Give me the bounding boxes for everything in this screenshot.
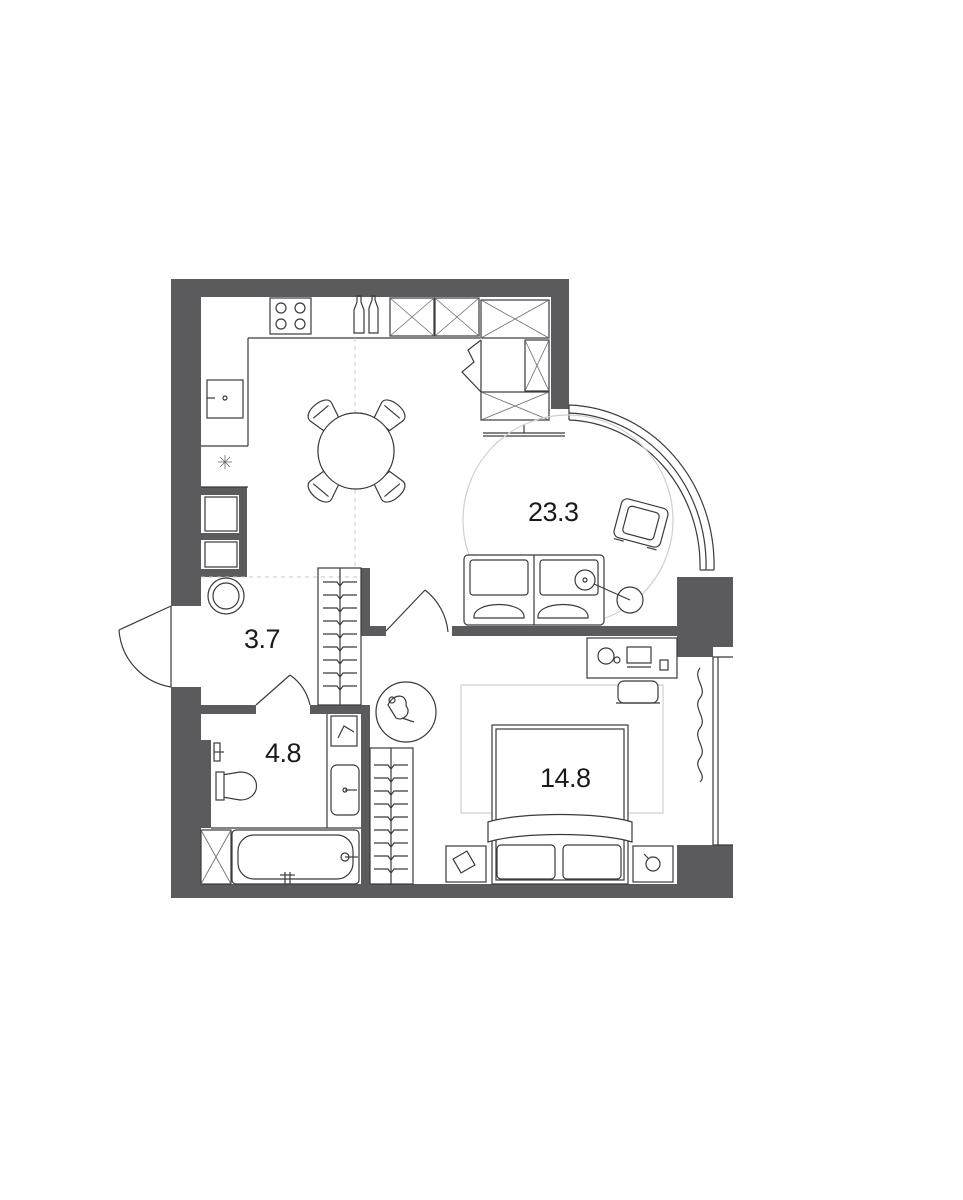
hanger-icon bbox=[374, 842, 408, 848]
wall-stub-door bbox=[370, 626, 386, 636]
hanger-icon bbox=[323, 594, 357, 600]
armchair-icon bbox=[613, 498, 669, 551]
wall-bath-inner-left bbox=[201, 740, 211, 828]
room-area-bathroom: 4.8 bbox=[265, 738, 301, 768]
upper-cabinets bbox=[389, 297, 480, 337]
bathroom-partition bbox=[211, 714, 361, 829]
desk-icon bbox=[586, 637, 678, 679]
walls bbox=[171, 279, 733, 898]
hanger-icon bbox=[323, 633, 357, 639]
wardrobe-bedroom bbox=[369, 747, 414, 885]
wall-kitchen-niche-bottom bbox=[201, 569, 247, 577]
wall-bath-right bbox=[361, 705, 370, 888]
hanger-icon bbox=[323, 685, 357, 691]
wall-east-pillar-top bbox=[677, 577, 713, 657]
window-east bbox=[712, 656, 733, 846]
bathtub-icon bbox=[231, 829, 360, 885]
oven-upper bbox=[204, 496, 238, 532]
wall-west-lower bbox=[171, 687, 201, 897]
wall-east-kitchen bbox=[551, 279, 569, 409]
wall-kitchen-niche-right bbox=[239, 487, 247, 577]
toilet-icon bbox=[215, 771, 257, 801]
oven-lower bbox=[204, 541, 238, 568]
living-area bbox=[462, 414, 674, 626]
hanger-icon bbox=[374, 855, 408, 861]
floor-lamp-icon bbox=[574, 569, 644, 614]
nightstand-left-icon bbox=[445, 845, 487, 883]
sofa-icon bbox=[463, 554, 605, 626]
bath-cabinet bbox=[200, 829, 232, 885]
hanger-icon bbox=[323, 581, 357, 587]
kitchen bbox=[201, 295, 565, 578]
wall-west-upper bbox=[171, 279, 201, 606]
wall-bath-top-left bbox=[201, 705, 256, 714]
stove-icon bbox=[269, 297, 312, 335]
room-area-living-kitchen: 23.3 bbox=[528, 497, 579, 527]
bedroom bbox=[369, 637, 733, 885]
round-table-icon bbox=[207, 577, 245, 615]
wall-kitchen-niche-top bbox=[201, 487, 247, 495]
hall-bath-door bbox=[255, 674, 311, 706]
hanger-icon bbox=[374, 803, 408, 809]
hanger-icon bbox=[374, 868, 408, 874]
bed-icon bbox=[487, 724, 633, 885]
hanger-icon bbox=[374, 777, 408, 783]
desk-chair-icon bbox=[616, 680, 660, 704]
wall-closet-right bbox=[361, 568, 370, 636]
wall-bath-top-right bbox=[310, 705, 365, 714]
hall bbox=[118, 567, 449, 706]
wall-north bbox=[171, 279, 569, 297]
wall-kitchen-niche-mid bbox=[201, 533, 247, 540]
hanger-icon bbox=[323, 607, 357, 613]
dining-table bbox=[307, 399, 406, 503]
sink-icon bbox=[206, 379, 244, 419]
wall-south bbox=[171, 884, 733, 898]
wall-east-strip bbox=[713, 577, 733, 647]
nightstand-right-icon bbox=[632, 845, 674, 883]
washing-machine-icon bbox=[330, 715, 358, 747]
towel-rail-icon bbox=[213, 742, 224, 762]
hanger-icon bbox=[374, 829, 408, 835]
curtain-icon bbox=[697, 667, 703, 783]
tall-cabinets bbox=[461, 299, 565, 437]
hanger-icon bbox=[374, 790, 408, 796]
hanger-icon bbox=[374, 764, 408, 770]
hanger-icon bbox=[374, 816, 408, 822]
wall-living-bedroom bbox=[452, 626, 677, 636]
hanger-icon bbox=[323, 646, 357, 652]
wardrobe-hall bbox=[317, 567, 362, 706]
cat-icon bbox=[375, 681, 437, 743]
hanger-icon bbox=[323, 672, 357, 678]
hanger-icon bbox=[323, 620, 357, 626]
room-area-hall: 3.7 bbox=[244, 624, 280, 654]
bedroom-door bbox=[385, 589, 449, 633]
entry-door bbox=[118, 605, 172, 688]
bottles-icon bbox=[353, 295, 379, 334]
hanger-icon bbox=[323, 659, 357, 665]
wall-east-pillar-bottom bbox=[677, 845, 733, 898]
bathroom bbox=[200, 714, 361, 885]
fan-icon bbox=[218, 455, 232, 469]
washbasin-icon bbox=[330, 764, 360, 816]
room-area-bedroom: 14.8 bbox=[540, 763, 591, 793]
curved-window bbox=[568, 404, 715, 571]
